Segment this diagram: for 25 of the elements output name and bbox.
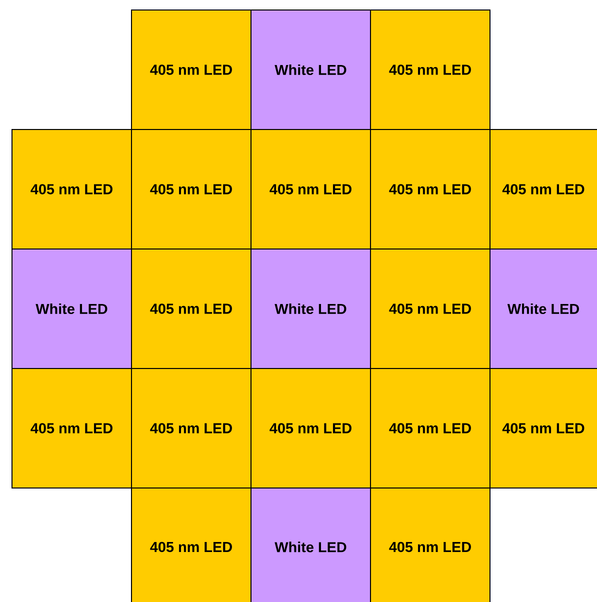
led-cell: 405 nm LED — [131, 488, 252, 602]
led-cell: White LED — [250, 248, 371, 369]
led-cell: 405 nm LED — [250, 129, 371, 250]
led-cell: 405 nm LED — [131, 248, 252, 369]
led-cell: 405 nm LED — [490, 129, 597, 250]
node-label: 405 nm LED — [150, 542, 232, 552]
led-cell: 405 nm LED — [131, 129, 252, 250]
led-cell: 405 nm LED — [131, 10, 252, 130]
led-cell: White LED — [250, 10, 371, 130]
led-cell: White LED — [490, 248, 597, 369]
led-cell: 405 nm LED — [250, 368, 371, 488]
node-label: 405 nm LED — [389, 542, 471, 552]
led-cell: 405 nm LED — [490, 368, 597, 488]
led-cell: White LED — [12, 248, 132, 369]
led-cell: 405 nm LED — [370, 129, 490, 250]
node-label: 405 nm LED — [502, 184, 584, 194]
led-cell: 405 nm LED — [370, 368, 490, 488]
led-cell: 405 nm LED — [12, 368, 132, 488]
led-cell: 405 nm LED — [12, 129, 132, 250]
led-cell: 405 nm LED — [370, 248, 490, 369]
led-cell: 405 nm LED — [370, 488, 490, 602]
node-label: 405 nm LED — [502, 423, 584, 434]
led-cell: White LED — [250, 488, 371, 602]
led-cell: 405 nm LED — [370, 10, 490, 130]
led-cell: 405 nm LED — [131, 368, 252, 488]
